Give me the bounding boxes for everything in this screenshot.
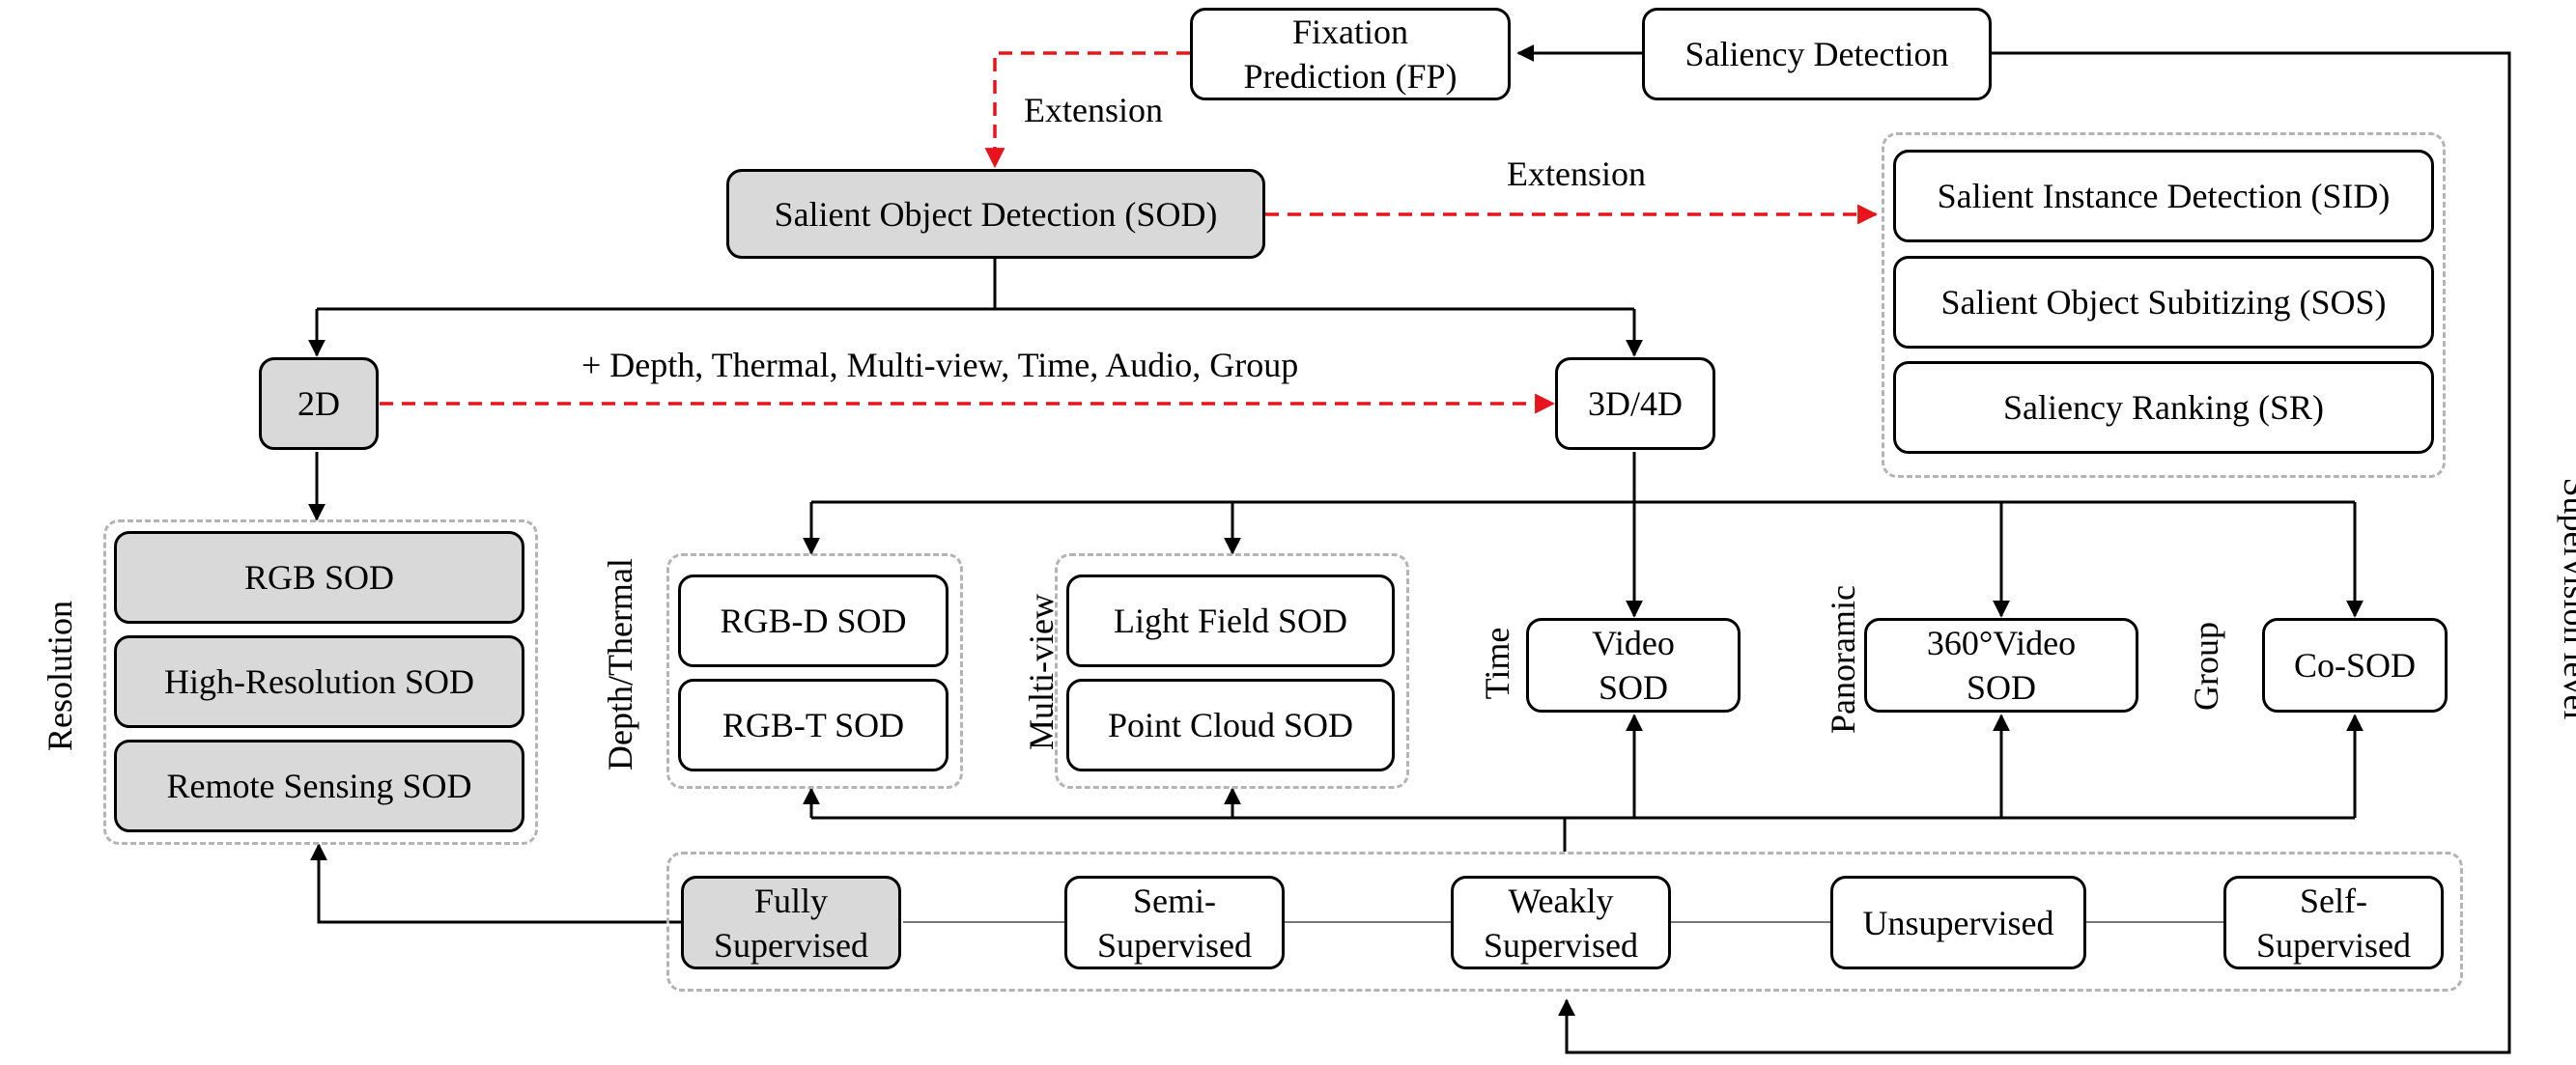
- multi-view-group: [1055, 553, 1409, 789]
- arrow-supervision-loop: [1558, 51, 2511, 1054]
- sos-node: Salient Object Subitizing (SOS): [1893, 256, 2434, 349]
- rgbd-sod-node: RGB-D SOD: [678, 575, 948, 667]
- co-sod-node: Co-SOD: [2262, 618, 2448, 713]
- 360-video-sod-node: 360°Video SOD: [1864, 618, 2138, 713]
- weakly-supervised-node: Weakly Supervised: [1451, 876, 1671, 969]
- rgbt-sod-node: RGB-T SOD: [678, 679, 948, 771]
- depth-thermal-group: [666, 553, 963, 789]
- resolution-group: [103, 519, 538, 845]
- light-field-sod-node: Light Field SOD: [1066, 575, 1395, 667]
- modalities-label: + Depth, Thermal, Multi-view, Time, Audi…: [581, 346, 1299, 384]
- extension-label-top: Extension: [1024, 91, 1163, 129]
- self-supervised-node: Self- Supervised: [2223, 876, 2444, 969]
- depth-thermal-label: Depth/Thermal: [601, 558, 639, 771]
- panoramic-label: Panoramic: [1824, 585, 1862, 734]
- sr-node: Saliency Ranking (SR): [1893, 361, 2434, 454]
- 2d-node: 2D: [259, 357, 379, 450]
- group-label: Group: [2187, 622, 2225, 711]
- arrow-fully-to-rgb-group: [310, 843, 681, 924]
- extension-arrow-fp-to-sod: [984, 51, 1190, 169]
- 3d4d-node: 3D/4D: [1555, 357, 1715, 450]
- semi-supervised-node: Semi- Supervised: [1064, 876, 1285, 969]
- extension-group: [1882, 132, 2446, 478]
- supervision-level-label: Supervision level: [2557, 477, 2576, 720]
- video-sod-node: Video SOD: [1526, 618, 1741, 713]
- time-label: Time: [1478, 627, 1516, 700]
- resolution-label: Resolution: [41, 601, 79, 752]
- multi-view-label: Multi-view: [1022, 594, 1061, 750]
- saliency-detection-node: Saliency Detection: [1642, 8, 1992, 100]
- supervision-group: [666, 852, 2463, 992]
- fully-supervised-node: Fully Supervised: [681, 876, 901, 969]
- rgb-sod-node: RGB SOD: [114, 531, 524, 624]
- connector-3d4d-bus: [811, 452, 2355, 504]
- arrow-to-2d: [317, 307, 1634, 355]
- sid-node: Salient Instance Detection (SID): [1893, 150, 2434, 242]
- unsupervised-node: Unsupervised: [1830, 876, 2086, 969]
- point-cloud-sod-node: Point Cloud SOD: [1066, 679, 1395, 771]
- remote-sensing-sod-node: Remote Sensing SOD: [114, 740, 524, 832]
- connector-supervision-bus: [811, 816, 2355, 852]
- fixation-prediction-node: Fixation Prediction (FP): [1190, 8, 1511, 100]
- extension-label-right: Extension: [1507, 154, 1646, 193]
- high-resolution-sod-node: High-Resolution SOD: [114, 635, 524, 728]
- sod-node: Salient Object Detection (SOD): [726, 169, 1265, 259]
